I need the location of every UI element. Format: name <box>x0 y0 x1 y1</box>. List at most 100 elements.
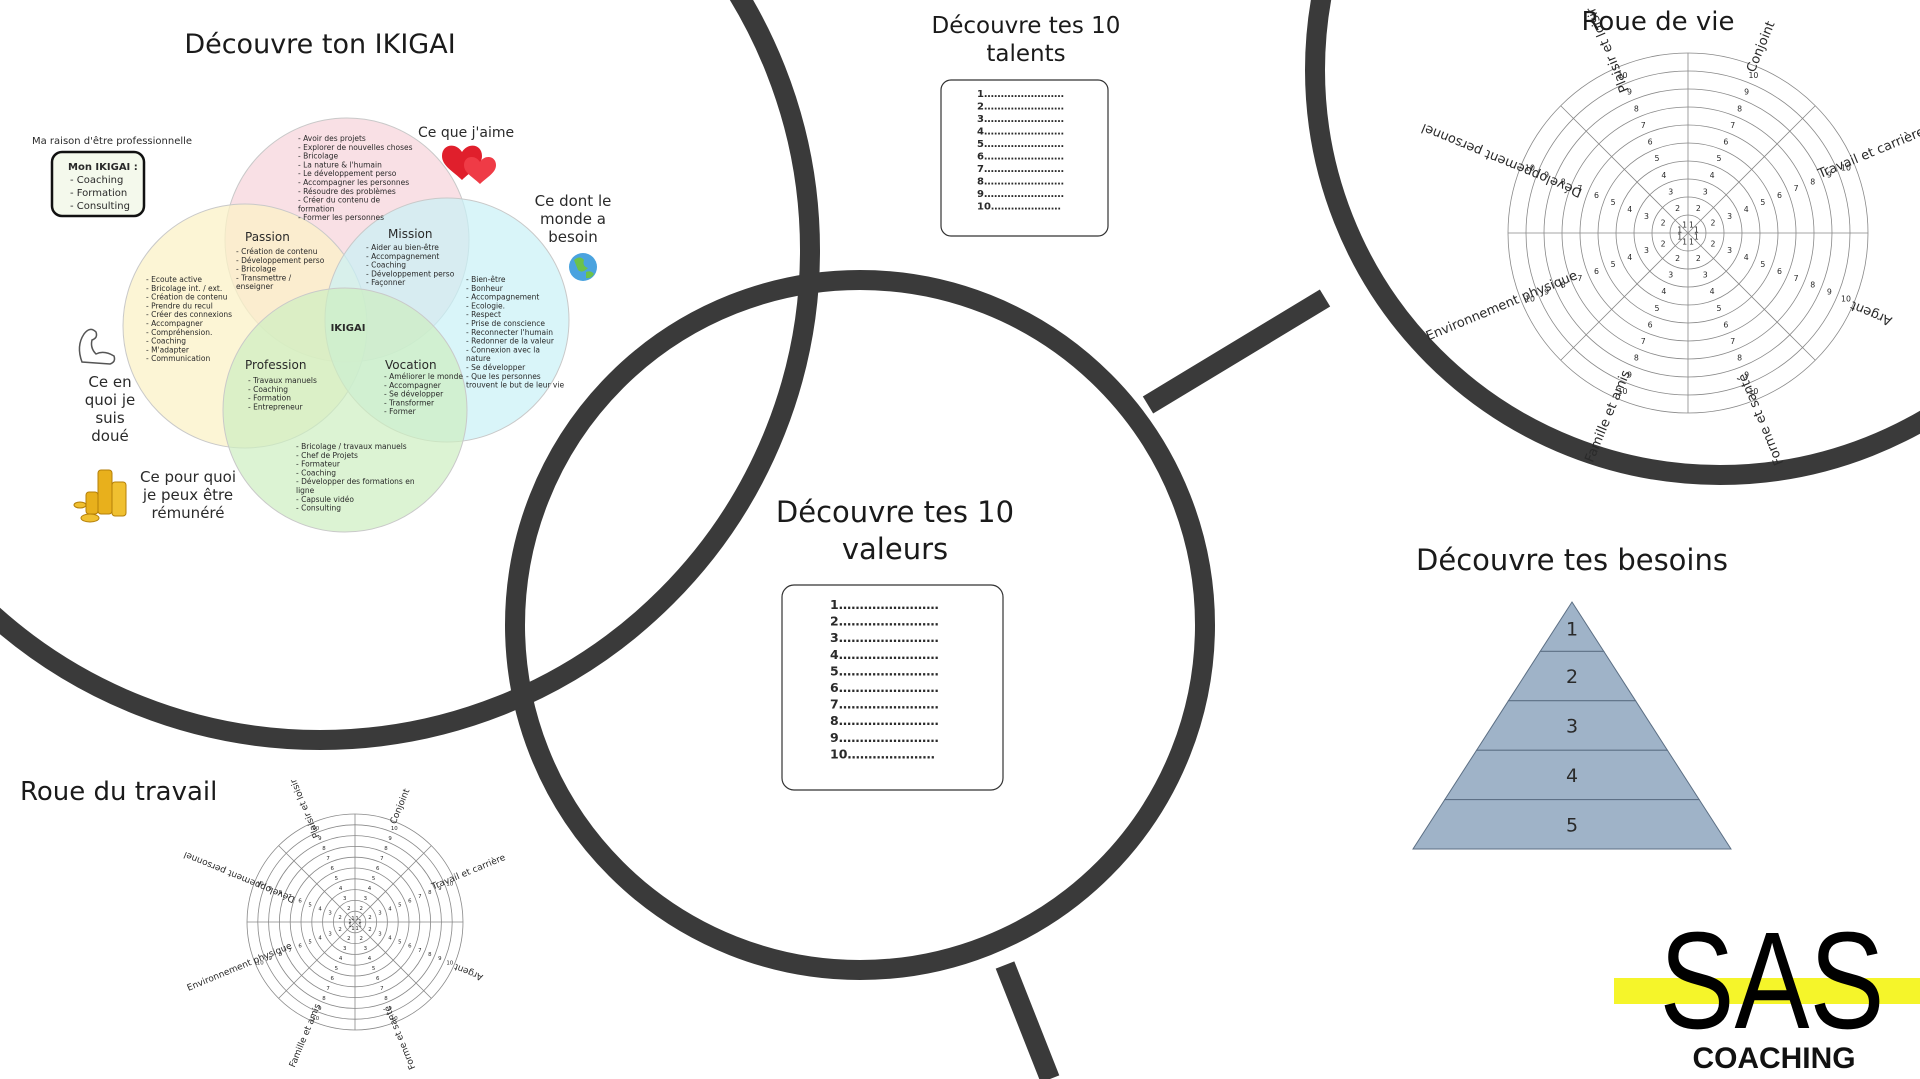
mission-list-item: - Aider au bien-être <box>366 243 439 252</box>
wheel-score-number: 1 <box>1682 221 1687 230</box>
need-label-line: besoin <box>548 228 597 246</box>
need-list-item: - Se développer <box>466 363 526 372</box>
logo-sas-text: SAS <box>1660 904 1885 1058</box>
wheel-score-number: 4 <box>1627 205 1632 214</box>
wheel-score-number: 5 <box>372 966 375 972</box>
ikigai-reason-label: Ma raison d'être professionnelle <box>32 135 192 147</box>
wheel-score-number: 8 <box>428 952 432 958</box>
wheel-score-number: 6 <box>1777 191 1782 200</box>
ikigai-summary-box <box>50 150 146 218</box>
wheel-score-number: 7 <box>1730 337 1735 346</box>
wheel-category-label: Forme et santé <box>1736 371 1787 467</box>
wheel-score-number: 2 <box>1675 204 1680 213</box>
wheel-score-number: 9 <box>1744 370 1749 379</box>
wheel-score-number: 5 <box>1655 154 1660 163</box>
vocation-list-item: - Accompagner <box>384 381 442 390</box>
need-list-item: - Que les personnes <box>466 372 541 381</box>
need-label-line: Ce dont le <box>535 192 612 210</box>
wheel-score-number: 10 <box>1525 164 1535 173</box>
valeur-line: 7…………………… <box>830 697 939 712</box>
valeurs-title-line: Découvre tes 10 <box>776 495 1014 529</box>
wheel-score-number: 4 <box>339 886 343 892</box>
talents-title-line: Découvre tes 10 <box>932 13 1121 39</box>
wheel-score-number: 7 <box>1641 121 1646 130</box>
wheel-score-number: 1 <box>1689 237 1694 246</box>
wheel-score-number: 2 <box>347 906 350 912</box>
wheel-score-number: 2 <box>1661 219 1666 228</box>
wheel-score-number: 2 <box>359 936 362 942</box>
wheel-category-label: Travail et carrière <box>429 852 507 893</box>
wheel-score-number: 8 <box>1634 104 1639 113</box>
wheel-score-number: 10 <box>1618 71 1628 80</box>
wheel-score-number: 10 <box>1748 71 1758 80</box>
talent-line: 10………………… <box>977 202 1061 213</box>
wheel-category-label: Environnement physique <box>1424 268 1580 344</box>
wheel-score-number: 8 <box>1737 104 1742 113</box>
good-label-line: quoi je <box>85 391 136 409</box>
wheel-score-number: 5 <box>1611 260 1616 269</box>
wheel-category-label: Argent <box>1848 297 1894 328</box>
ikigai-frame-circle <box>0 0 820 750</box>
wheel-score-number: 1 <box>355 926 358 932</box>
wheel-score-number: 4 <box>1710 287 1715 296</box>
wheel-score-number: 3 <box>328 911 331 917</box>
good-list-item: - Communication <box>146 354 210 363</box>
valeur-line: 4…………………… <box>830 647 939 662</box>
wheel-score-number: 1 <box>348 919 351 925</box>
paid-list-item: - Bricolage / travaux manuels <box>296 442 407 451</box>
wheel-score-number: 2 <box>338 915 341 921</box>
wheel-score-number: 4 <box>318 907 322 913</box>
wheel-score-number: 6 <box>376 976 380 982</box>
ikigai-box-title: Mon IKIGAI : <box>68 162 138 173</box>
wheel-score-number: 1 <box>1682 237 1687 246</box>
wheel-score-number: 4 <box>1627 253 1632 262</box>
wheel-spoke <box>1687 232 1816 361</box>
wheel-score-number: 2 <box>1710 219 1715 228</box>
gold-coins-icon <box>73 469 127 523</box>
talent-line: 1…………………… <box>977 89 1064 100</box>
wheel-score-number: 1 <box>1689 221 1694 230</box>
wheel-score-number: 2 <box>1696 254 1701 263</box>
good-label-line: suis <box>95 409 124 427</box>
need-list-item: trouvent le but de leur vie <box>466 381 564 390</box>
wheel-score-number: 7 <box>288 894 291 900</box>
wheel-score-number: 10 <box>257 960 264 966</box>
mission-list-item: - Coaching <box>366 261 406 270</box>
roue-travail-section: Roue du travail 123456789101234567891012… <box>20 777 508 1071</box>
wheel-category-label: Développement personnel <box>182 849 296 905</box>
wheel-score-number: 7 <box>1577 274 1582 283</box>
logo-highlight-bar <box>1614 978 1920 1004</box>
valeur-line: 2…………………… <box>830 614 939 629</box>
wheel-score-number: 3 <box>328 931 331 937</box>
mission-list-item: - Accompagnement <box>366 252 439 261</box>
ikigai-box-item: - Formation <box>70 188 127 199</box>
wheel-score-number: 6 <box>331 866 335 872</box>
top-list-item: - Le développement perso <box>298 169 397 178</box>
wheel-score-number: 4 <box>388 935 392 941</box>
wheel-score-number: 9 <box>1544 170 1549 179</box>
venn-center-label: IKIGAI <box>331 323 366 334</box>
paid-list-item: - Consulting <box>296 504 341 513</box>
wheel-score-number: 5 <box>398 902 401 908</box>
wheel-score-number: 3 <box>1644 212 1649 221</box>
wheel-score-number: 6 <box>1648 138 1653 147</box>
valeur-line: 6…………………… <box>830 680 939 695</box>
roue-travail-wheel: 1234567891012345678910123456789101234567… <box>182 777 507 1071</box>
sas-coaching-logo: SAS COACHING <box>1614 904 1920 1075</box>
ikigai-box-item: - Coaching <box>70 175 123 186</box>
need-list-item: - Ecologie. <box>466 301 505 310</box>
connector-line <box>995 961 1060 1079</box>
ikigai-box-items: - Coaching- Formation- Consulting <box>70 175 130 212</box>
wheel-score-number: 3 <box>1644 246 1649 255</box>
wheel-score-number: 10 <box>257 882 264 888</box>
venn-paid-circle <box>222 287 468 533</box>
wheel-category-label: Conjoint <box>389 787 413 826</box>
wheel-score-number: 10 <box>391 1016 398 1022</box>
wheel-score-number: 6 <box>1648 320 1653 329</box>
good-list-item: - Création de contenu <box>146 293 228 302</box>
wheel-score-number: 3 <box>1668 187 1673 196</box>
wheel-score-number: 9 <box>438 956 442 962</box>
